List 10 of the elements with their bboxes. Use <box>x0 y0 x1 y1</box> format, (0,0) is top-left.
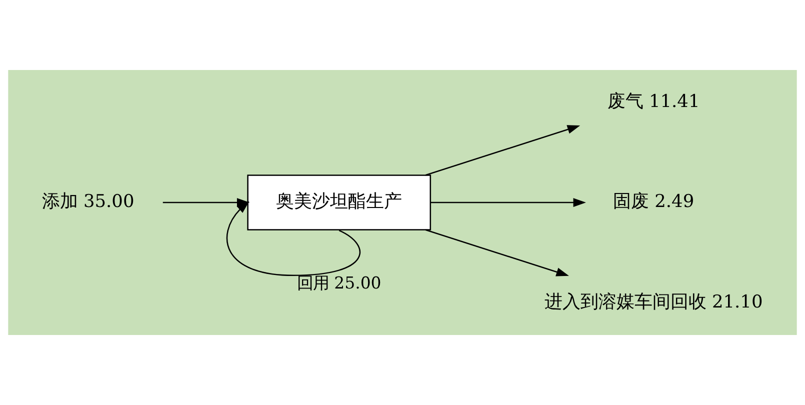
arrow <box>425 229 569 276</box>
edge-label: 回用 25.00 <box>296 274 382 293</box>
arrow <box>425 125 580 176</box>
node-box: 奥美沙坦酯生产 <box>247 174 432 230</box>
node-text: 进入到溶媒车间回收 21.10 <box>544 292 763 312</box>
arrow <box>226 201 360 276</box>
node-text: 固废 2.49 <box>612 192 694 212</box>
arrow <box>430 198 586 207</box>
node-text: 添加 35.00 <box>42 192 134 212</box>
node-text: 废气 11.41 <box>607 92 700 112</box>
